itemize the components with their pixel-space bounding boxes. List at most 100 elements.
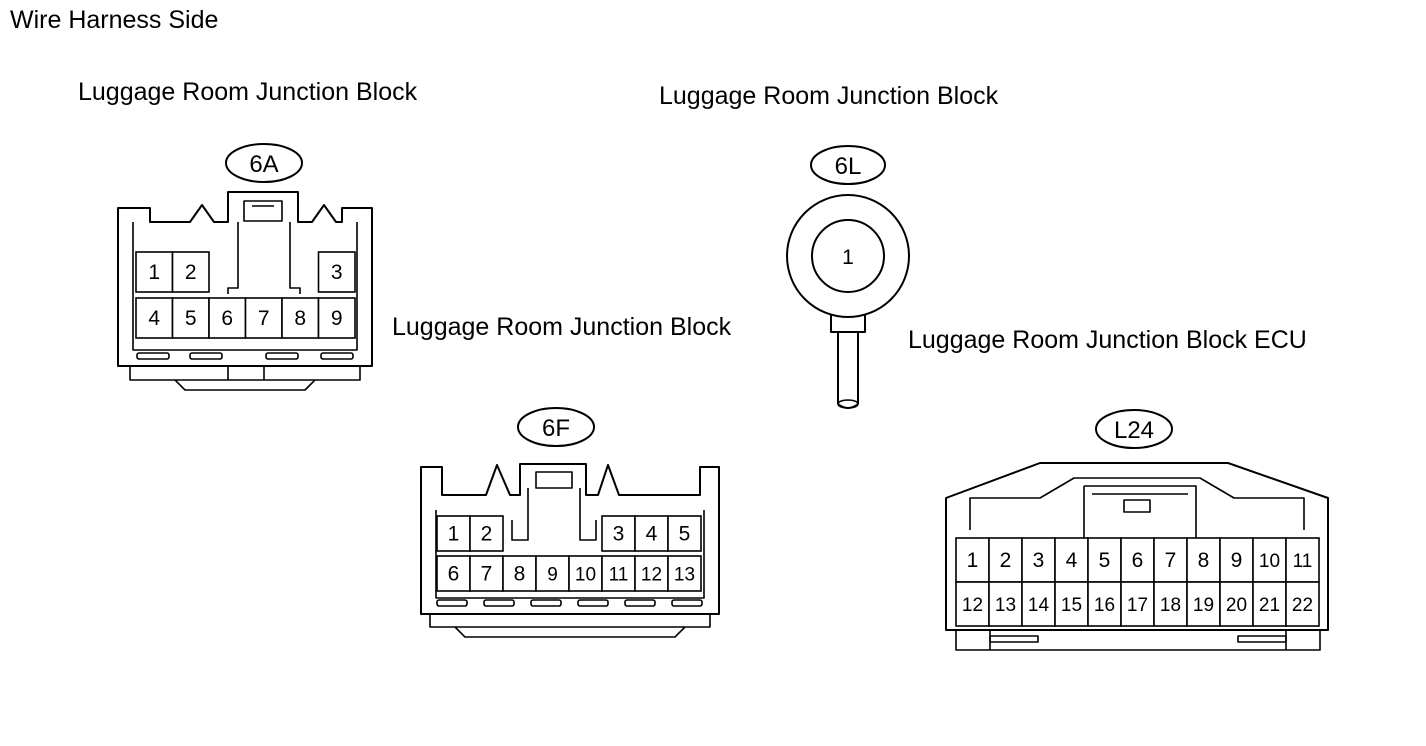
- connector-6f-pin-label: 6: [448, 563, 460, 586]
- connector-6f-pin-cell: [634, 515, 669, 552]
- connector-l24-code: L24: [1114, 417, 1154, 444]
- connector-6l-tag-oval: [810, 145, 886, 185]
- connector-6f-foot: [454, 626, 686, 638]
- connector-6a-slot: [320, 352, 354, 360]
- connector-l24-inner-frame: [969, 477, 1305, 530]
- connector-6l-crimp: [830, 314, 866, 333]
- connector-6l-title: Luggage Room Junction Block: [659, 82, 999, 110]
- connector-l24-pin-label: 18: [1160, 595, 1181, 616]
- connector-l24-pin-cell: [1285, 537, 1320, 583]
- connector-6a-pin-cell: [281, 297, 320, 339]
- connector-6f-pin-cell: [502, 555, 537, 592]
- connector-l24-pin-cell: [1153, 537, 1188, 583]
- connector-6a-foot: [174, 379, 316, 391]
- connector-6f-pin-label: 1: [448, 523, 460, 546]
- connector-6a-pin-label: 5: [185, 307, 197, 330]
- connector-l24-tag-oval: [1095, 409, 1173, 449]
- connector-6f-key: [511, 488, 597, 541]
- connector-6f-slot: [577, 599, 609, 607]
- connector-6a-key: [227, 222, 301, 294]
- connector-6a-slot: [136, 352, 170, 360]
- connector-l24-pin-cell: [1285, 581, 1320, 627]
- connector-6f-pin-cell: [568, 555, 603, 592]
- connector-6a-pin-label: 7: [258, 307, 270, 330]
- connector-6f-base: [429, 614, 711, 628]
- page-title: Wire Harness Side: [10, 6, 219, 34]
- connector-l24-slot: [989, 635, 1039, 643]
- connector-6l-code: 6L: [835, 153, 862, 180]
- connector-l24-pin-label: 4: [1066, 549, 1078, 572]
- connector-l24-pin-cell: [1252, 537, 1287, 583]
- connector-l24-pin-label: 2: [1000, 549, 1012, 572]
- connector-6f-pin-cell: [667, 515, 702, 552]
- connector-6f-pin-cell: [601, 515, 636, 552]
- connector-6a-pin-cell: [244, 297, 283, 339]
- connector-6f-latch: [535, 471, 573, 489]
- connector-6f-pin-cell: [535, 555, 570, 592]
- connector-6a-pin-label: 6: [221, 307, 233, 330]
- connector-l24-pin-label: 10: [1259, 551, 1280, 572]
- connector-6a-slot: [189, 352, 223, 360]
- connector-l24-pin-cell: [1219, 537, 1254, 583]
- connector-6l-ring-terminal: [786, 194, 910, 318]
- connector-6f-code: 6F: [542, 415, 570, 442]
- connector-l24-housing: [945, 462, 1329, 631]
- connector-l24-pin-label: 8: [1198, 549, 1210, 572]
- connector-6f-pin-cell: [634, 555, 669, 592]
- connector-l24-pin-label: 14: [1028, 595, 1050, 616]
- connector-l24-pin-label: 11: [1293, 551, 1313, 572]
- connector-l24-pin-label: 15: [1061, 595, 1082, 616]
- connector-l24-pin-cell: [1087, 537, 1122, 583]
- connector-6f-pin-label: 11: [609, 565, 629, 586]
- connector-6a-title: Luggage Room Junction Block: [78, 78, 418, 106]
- connector-6f-pin-label: 4: [646, 523, 658, 546]
- connector-6a-pin-label: 8: [294, 307, 306, 330]
- connector-6a-pin-label: 3: [331, 261, 343, 284]
- connector-l24-pin-label: 17: [1127, 595, 1148, 616]
- connector-l24-pin-label: 1: [967, 549, 979, 572]
- connector-l24-pin-label: 9: [1231, 549, 1243, 572]
- connector-6f-pin-cell: [436, 515, 471, 552]
- connector-l24-pin-label: 21: [1259, 595, 1280, 616]
- connector-l24-latch: [1123, 499, 1151, 513]
- connector-6l-wire-end: [837, 399, 859, 409]
- connector-l24-pin-label: 20: [1226, 595, 1247, 616]
- connector-6f-pin-label: 9: [547, 565, 558, 586]
- connector-l24-pin-label: 16: [1094, 595, 1115, 616]
- connector-6f-pin-label: 10: [575, 565, 596, 586]
- connector-6a-inner-frame: [132, 222, 358, 351]
- connector-6a-pin-cell: [171, 251, 210, 293]
- connector-6f-tag-oval: [517, 407, 595, 447]
- connector-6f-slot: [436, 599, 468, 607]
- connector-6f-pin-label: 13: [674, 565, 695, 586]
- connector-6a-pin-cell: [317, 251, 356, 293]
- connector-6f-housing: [420, 463, 720, 615]
- connector-6l-pin-label: 1: [842, 246, 854, 269]
- connector-l24-pin-cell: [1021, 581, 1056, 627]
- connector-l24-pin-label: 7: [1165, 549, 1177, 572]
- connector-l24-pin-label: 22: [1292, 595, 1313, 616]
- connector-6f-pin-cell: [667, 555, 702, 592]
- connector-l24-pin-label: 5: [1099, 549, 1111, 572]
- connector-6l-wire: [837, 332, 859, 409]
- connector-l24-pin-label: 19: [1193, 595, 1214, 616]
- connector-6f-pin-label: 7: [481, 563, 493, 586]
- connector-l24-title: Luggage Room Junction Block ECU: [908, 326, 1307, 354]
- connector-6f-slot: [624, 599, 656, 607]
- connector-6f-slot: [483, 599, 515, 607]
- connector-6f-pin-cell: [601, 555, 636, 592]
- connector-6f-slot: [530, 599, 562, 607]
- connector-6a-latch: [243, 200, 283, 222]
- connector-6f-pin-cell: [436, 555, 471, 592]
- connector-6a-pin-label: 2: [185, 261, 197, 284]
- connector-6a-pin-cell: [317, 297, 356, 339]
- connector-l24-pin-label: 6: [1132, 549, 1144, 572]
- connector-l24-pin-label: 12: [962, 595, 983, 616]
- connector-6f-pin-label: 3: [613, 523, 625, 546]
- connector-6a-pin-cell: [208, 297, 247, 339]
- connector-6f-pin-label: 5: [679, 523, 691, 546]
